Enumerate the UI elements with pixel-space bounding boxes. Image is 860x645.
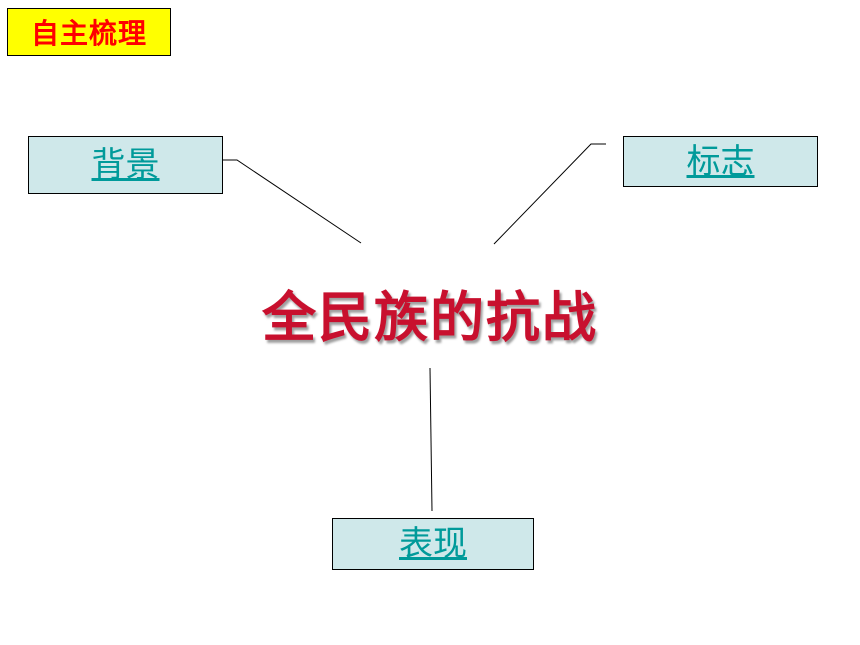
node-mark: 标志: [623, 136, 818, 187]
center-title: 全民族的抗战: [262, 285, 598, 349]
connector-manifestation: [429, 367, 433, 512]
link-manifestation[interactable]: 表现: [399, 524, 467, 564]
section-badge: 自主梳理: [7, 8, 171, 56]
link-background[interactable]: 背景: [91, 145, 160, 185]
section-badge-label: 自主梳理: [30, 17, 147, 50]
connector-mark: [493, 143, 606, 245]
link-mark[interactable]: 标志: [686, 141, 755, 182]
node-background: 背景: [28, 136, 223, 194]
node-manifestation: 表现: [332, 518, 534, 570]
connector-background: [223, 159, 362, 244]
